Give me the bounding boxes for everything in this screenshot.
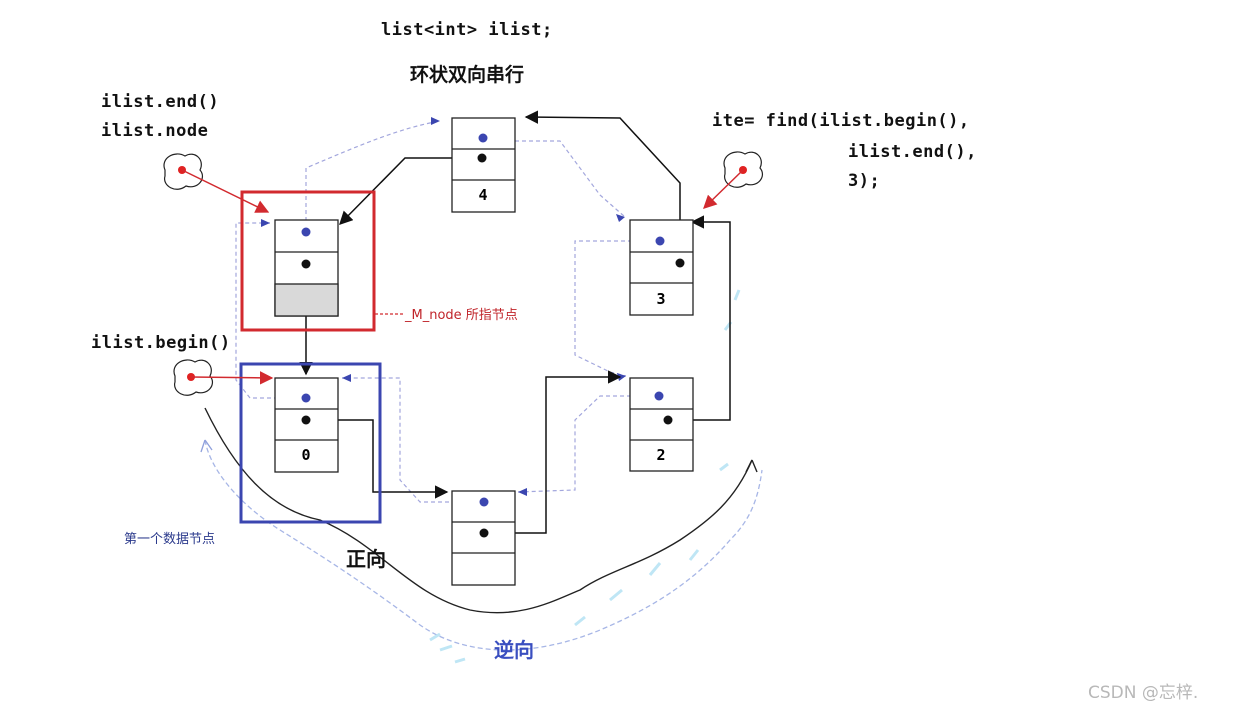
forward-label: 正向 bbox=[346, 547, 386, 571]
end-label: ilist.end() bbox=[101, 92, 220, 112]
first-node-label: 第一个数据节点 bbox=[124, 532, 216, 547]
watermark: CSDN @忘梓. bbox=[1088, 683, 1199, 703]
list-node-0 bbox=[274, 377, 339, 473]
find-iterator-pointer bbox=[703, 151, 764, 209]
mnode-label: _M_node 所指节点 bbox=[405, 308, 518, 323]
diagram-title: 环状双向串行 bbox=[410, 64, 525, 86]
reverse-label: 逆向 bbox=[494, 638, 534, 662]
forward-direction-curve bbox=[204, 407, 758, 614]
list-node-3 bbox=[629, 219, 694, 316]
list-node-4 bbox=[451, 117, 516, 213]
begin-iterator-pointer bbox=[173, 359, 274, 396]
list-declaration: list<int> ilist; bbox=[381, 20, 553, 40]
prev-links bbox=[235, 117, 660, 503]
find-call-line-1: ite= find(ilist.begin(), bbox=[712, 111, 970, 131]
end-iterator-pointer bbox=[163, 153, 270, 213]
node-0-value: 0 bbox=[301, 446, 310, 464]
begin-label: ilist.begin() bbox=[91, 333, 231, 353]
list-node-end bbox=[274, 219, 339, 317]
node-2-value: 2 bbox=[656, 446, 665, 464]
node-4-value: 4 bbox=[478, 186, 487, 204]
list-node-empty bbox=[451, 490, 516, 586]
find-call-line-3: 3); bbox=[848, 171, 881, 191]
node-3-value: 3 bbox=[656, 290, 665, 308]
first-node-highlight-box bbox=[239, 362, 382, 524]
mnode-highlight-box bbox=[240, 190, 376, 332]
find-call-line-2: ilist.end(), bbox=[848, 142, 977, 162]
reverse-direction-curve bbox=[200, 289, 763, 664]
node-label: ilist.node bbox=[101, 121, 209, 141]
list-node-2 bbox=[629, 377, 694, 472]
